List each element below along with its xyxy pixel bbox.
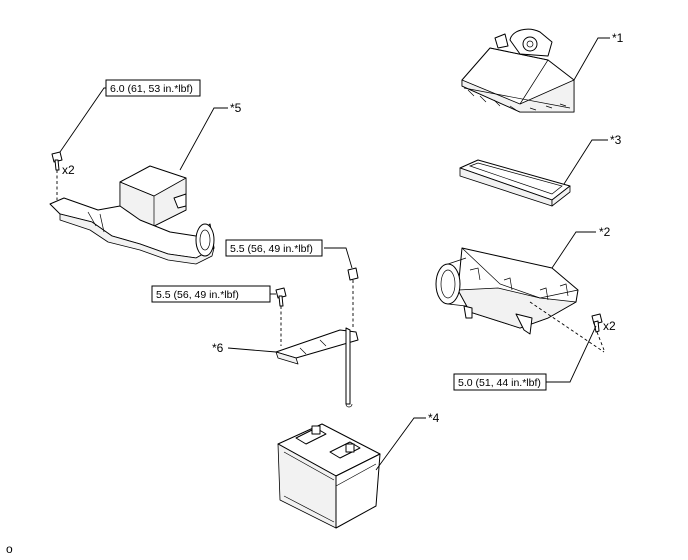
air-cleaner-filter-element xyxy=(459,159,571,207)
battery-clamp-bolt xyxy=(275,287,287,346)
torque-spec-clamp-nut: 5.5 (56, 49 in.*lbf) xyxy=(225,239,323,257)
battery xyxy=(277,423,381,529)
callout-part-1: *1 xyxy=(612,31,624,45)
battery-clamp xyxy=(275,327,359,408)
intake-duct-bolt xyxy=(51,151,63,200)
air-cleaner-case xyxy=(435,247,579,335)
quantity-label-duct-bolt: x2 xyxy=(62,163,75,177)
torque-spec-case-bolt: 5.0 (51, 44 in.*lbf) xyxy=(453,373,547,391)
air-cleaner-cap xyxy=(461,28,575,113)
quantity-label-case-bolt: x2 xyxy=(603,319,616,333)
figure-footer-mark: o xyxy=(6,542,13,556)
callout-part-3: *3 xyxy=(610,133,622,147)
torque-spec-clamp-bolt: 5.5 (56, 49 in.*lbf) xyxy=(151,285,271,303)
callout-part-5: *5 xyxy=(230,101,242,115)
torque-text-clamp-bolt: 5.5 (56, 49 in.*lbf) xyxy=(156,289,239,301)
battery-clamp-nut xyxy=(347,267,359,328)
leader-lines xyxy=(59,37,610,471)
callout-part-2: *2 xyxy=(599,225,611,239)
callout-part-6: *6 xyxy=(212,341,224,355)
torque-text-clamp-nut: 5.5 (56, 49 in.*lbf) xyxy=(230,243,313,255)
torque-text-case-bolt: 5.0 (51, 44 in.*lbf) xyxy=(458,377,541,389)
callout-part-4: *4 xyxy=(428,411,440,425)
intake-air-duct xyxy=(49,165,215,265)
torque-spec-duct-bolt: 6.0 (61, 53 in.*lbf) xyxy=(105,79,201,97)
air-cleaner-case-bolt xyxy=(529,301,605,353)
torque-text-duct-bolt: 6.0 (61, 53 in.*lbf) xyxy=(110,83,193,95)
